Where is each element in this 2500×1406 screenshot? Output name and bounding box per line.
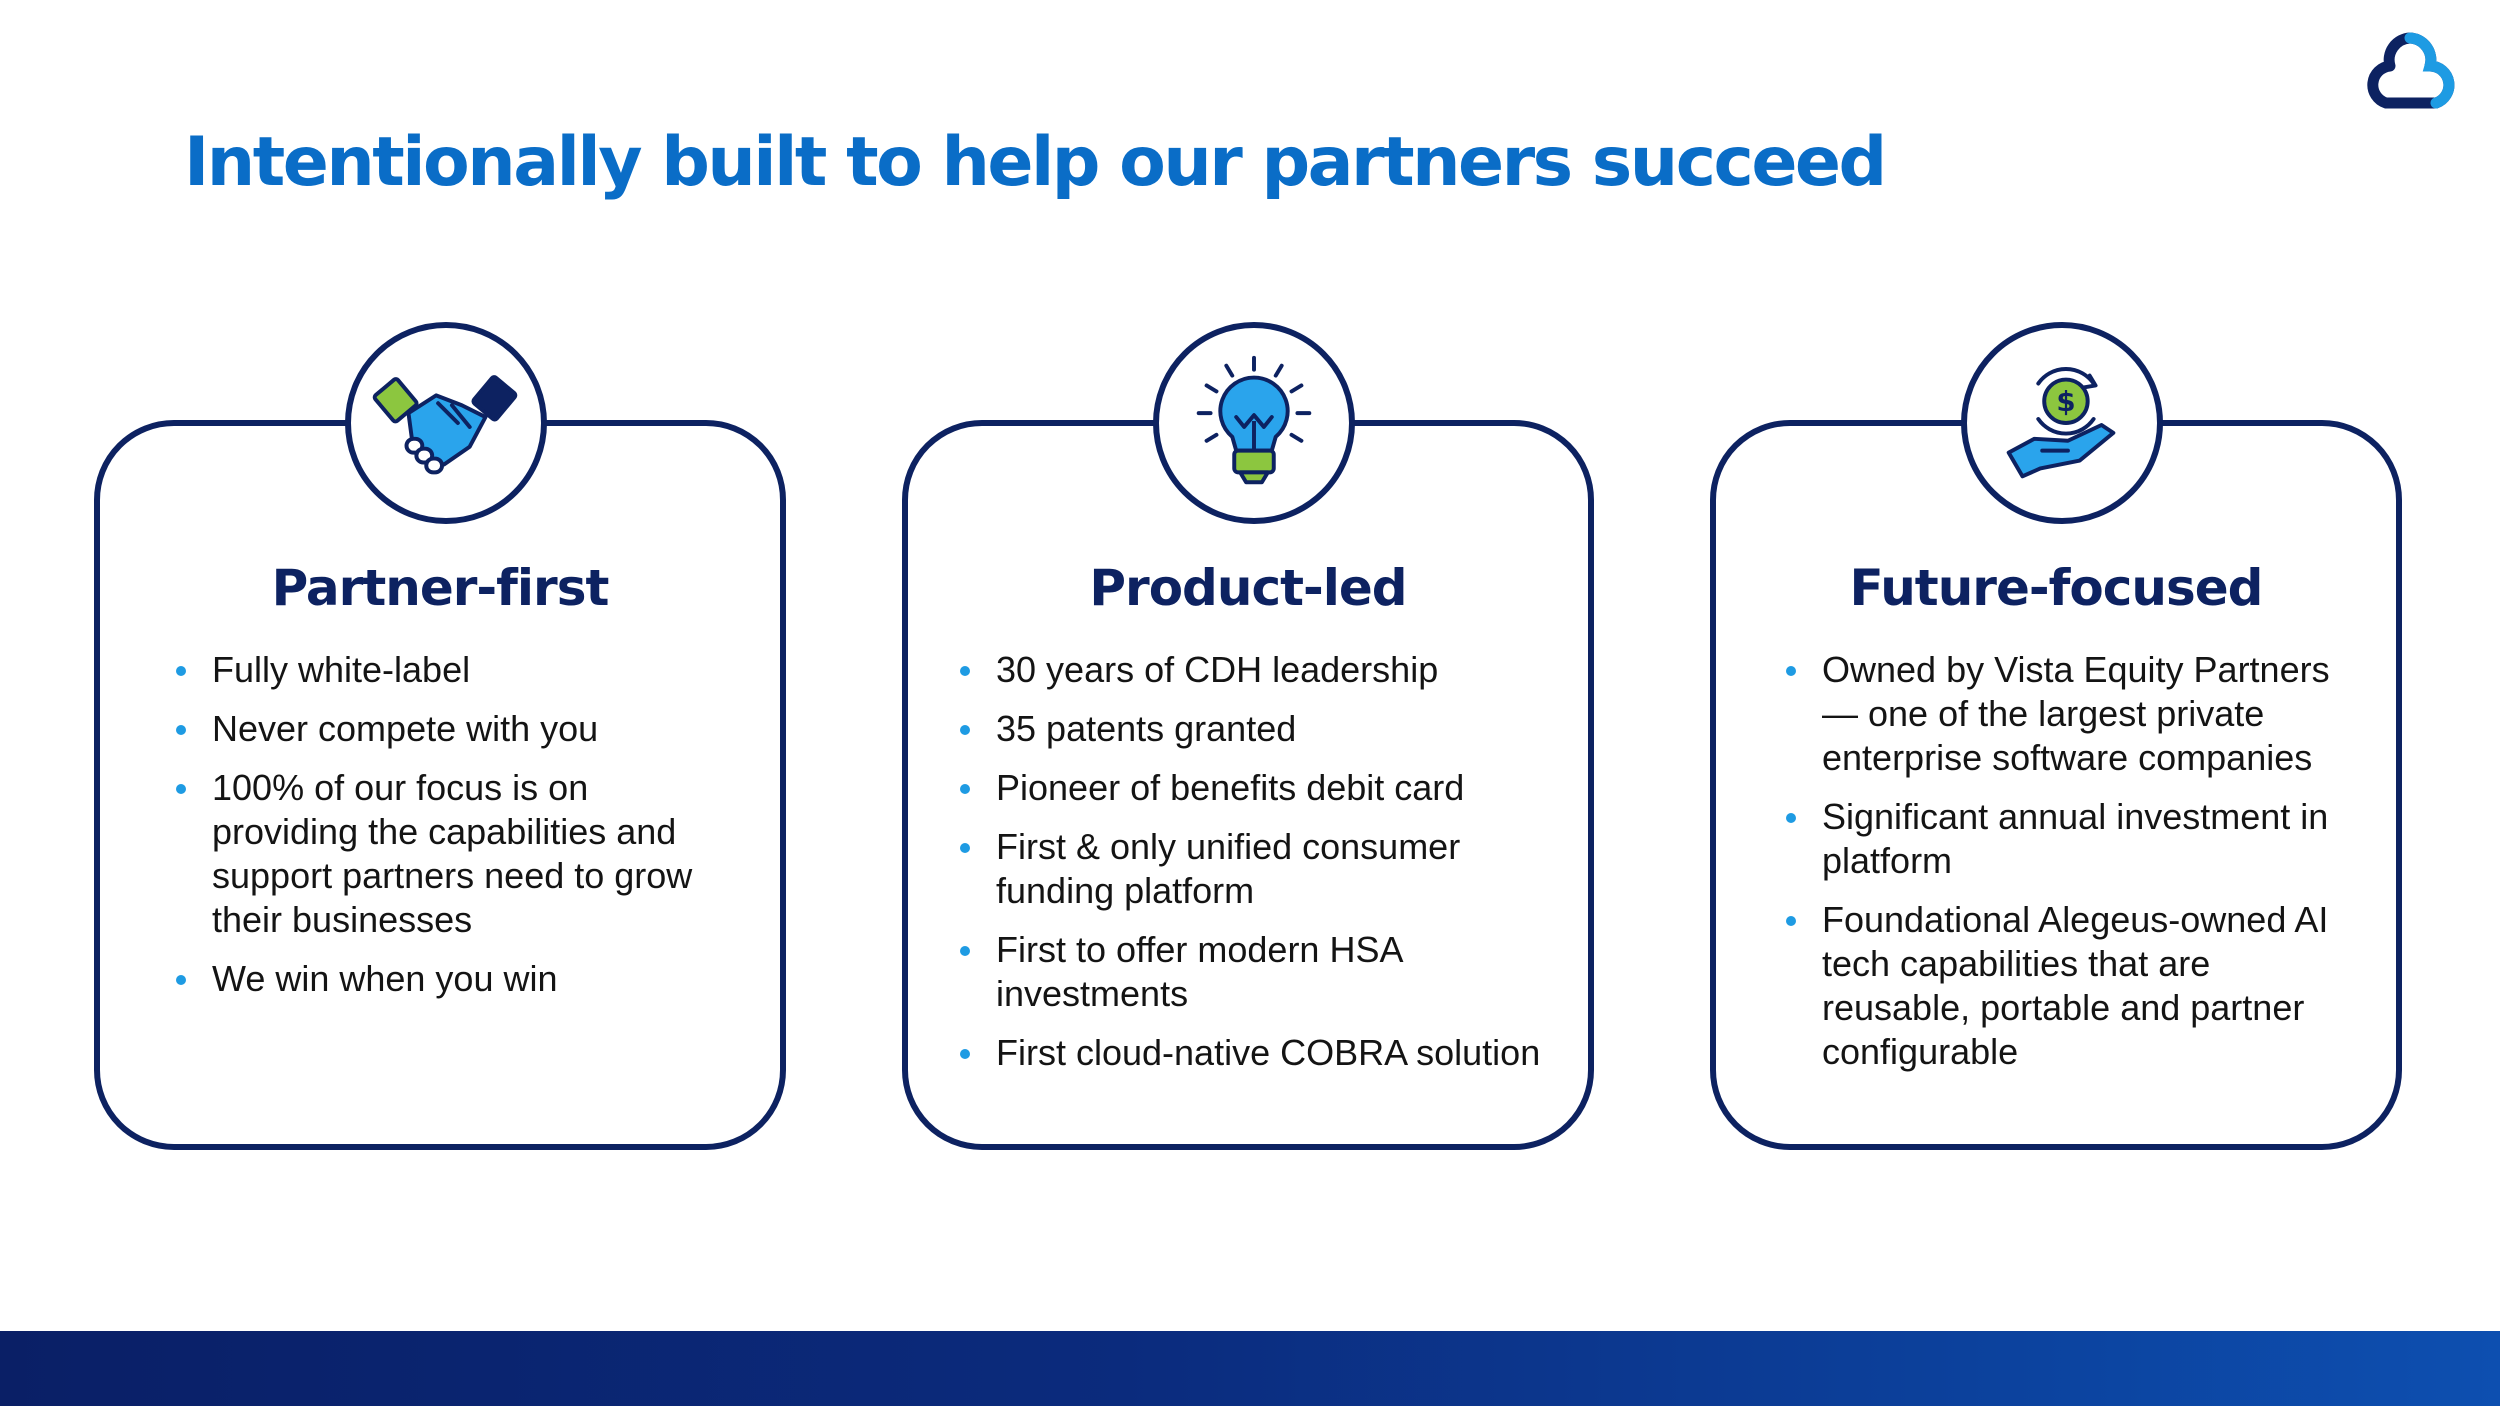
card-partner-first: Partner-first Fully white-label Never co…	[94, 322, 786, 1150]
list-item: 35 patents granted	[960, 707, 1552, 751]
list-item: 30 years of CDH leadership	[960, 648, 1552, 692]
card-icon-circle	[1153, 322, 1355, 524]
list-item: Pioneer of benefits debit card	[960, 766, 1552, 810]
card-product-led: Product-led 30 years of CDH leadership 3…	[902, 322, 1594, 1150]
list-item: First cloud-native COBRA solution	[960, 1031, 1552, 1075]
lightbulb-icon	[1196, 355, 1312, 485]
handshake-icon	[372, 375, 518, 475]
bullet-list: Owned by Vista Equity Partners — one of …	[1716, 648, 2396, 1089]
list-item: Fully white-label	[176, 648, 720, 692]
footer-bar	[0, 1331, 2500, 1406]
list-item: Owned by Vista Equity Partners — one of …	[1786, 648, 2360, 780]
list-item: Significant annual investment in platfor…	[1786, 795, 2360, 883]
svg-text:$: $	[2056, 385, 2075, 418]
card-title: Future-focused	[1849, 559, 2264, 617]
card-icon-circle	[345, 322, 547, 524]
cloud-logo-icon	[2367, 32, 2455, 109]
page-title: Intentionally built to help our partners…	[184, 123, 1887, 202]
card-future-focused: $ Future-focused Owned by Vista Equity P…	[1710, 322, 2402, 1150]
list-item: Never compete with you	[176, 707, 720, 751]
list-item: First to offer modern HSA investments	[960, 928, 1552, 1016]
list-item: 100% of our focus is on providing the ca…	[176, 766, 720, 942]
bullet-list: Fully white-label Never compete with you…	[100, 648, 780, 1016]
card-title: Partner-first	[271, 559, 610, 617]
card-title: Product-led	[1089, 559, 1407, 617]
bullet-list: 30 years of CDH leadership 35 patents gr…	[908, 648, 1588, 1090]
list-item: We win when you win	[176, 957, 720, 1001]
list-item: First & only unified consumer funding pl…	[960, 825, 1552, 913]
card-icon-circle: $	[1961, 322, 2163, 524]
hand-coin-icon: $	[2006, 367, 2116, 479]
list-item: Foundational Alegeus-owned AI tech capab…	[1786, 898, 2360, 1074]
